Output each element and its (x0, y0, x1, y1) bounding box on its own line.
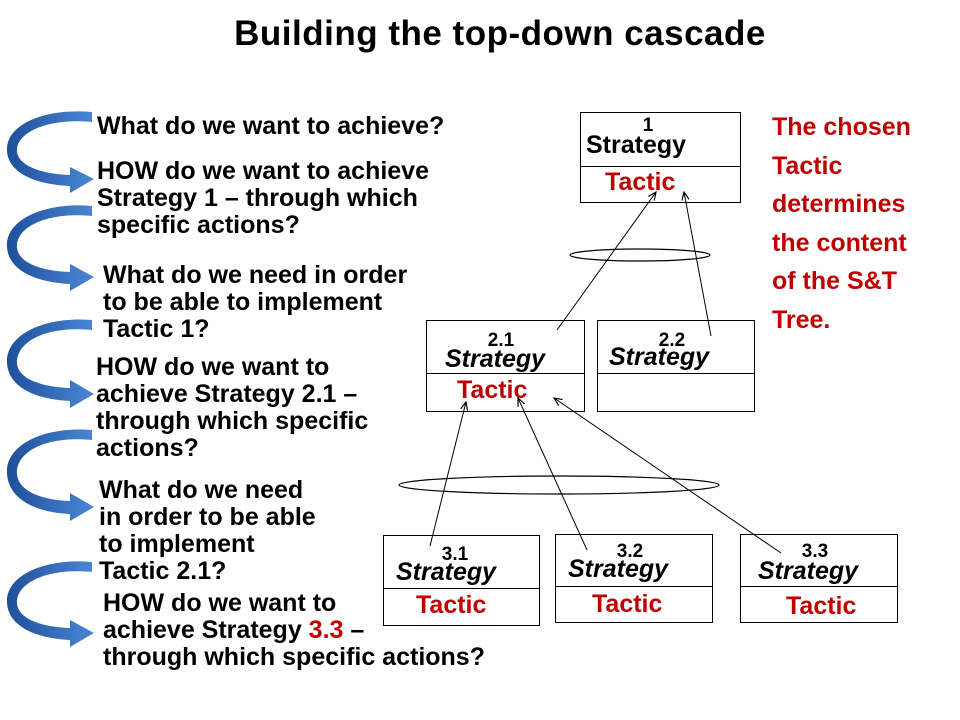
strategy-label: Strategy (586, 131, 687, 159)
grouping-ellipse (569, 248, 711, 262)
question-5: What do we need in order to be able to i… (99, 476, 316, 585)
strategy-box-3-2: 3.2 Strategy Tactic (555, 534, 713, 623)
strategy-label: Strategy (396, 558, 497, 586)
curved-arrow-icon (6, 429, 95, 521)
strategy-label: Strategy (758, 557, 859, 585)
strategy-box-1: 1 Strategy Tactic (580, 112, 741, 203)
connector-3-1-to-2-1 (429, 402, 466, 547)
grouping-ellipse (398, 475, 720, 495)
strategy-label: Strategy (568, 555, 669, 583)
strategy-box-3-1: 3.1 Strategy Tactic (383, 535, 540, 626)
tactic-label: Tactic (457, 376, 528, 404)
tactic-label: Tactic (605, 168, 676, 196)
connector-3-3-to-2-1 (554, 398, 782, 554)
curved-arrow-icon (6, 205, 95, 291)
question-3: What do we need in order to be able to i… (103, 261, 408, 343)
slide-title: Building the top-down cascade (234, 14, 766, 53)
tactic-label: Tactic (786, 592, 857, 620)
connector-3-2-to-2-1 (518, 398, 588, 551)
strategy-label: Strategy (609, 343, 710, 371)
question-6-highlight: 3.3 (308, 616, 344, 644)
side-note: The chosen Tactic determines the content… (772, 113, 911, 334)
question-6: HOW do we want to achieve Strategy 3.3 –… (103, 590, 485, 671)
question-1: What do we want to achieve? (97, 112, 445, 140)
curved-arrow-icon (6, 319, 95, 408)
box-number: 2.2 (658, 330, 686, 351)
strategy-box-2-1: 2.1 Strategy Tactic (426, 320, 585, 412)
box-number: 3.2 (616, 541, 644, 562)
box-number: 3.3 (801, 541, 829, 562)
question-6-part2: – through which specific actions? (103, 616, 485, 671)
tactic-label: Tactic (416, 591, 487, 619)
question-2: HOW do we want to achieve Strategy 1 – t… (97, 157, 429, 239)
box-number: 2.1 (487, 330, 515, 351)
question-6-part1: HOW do we want to achieve Strategy (103, 589, 337, 644)
connector-2-1-to-1 (556, 192, 656, 331)
curved-arrow-icon (6, 561, 95, 647)
connector-2-2-to-1 (684, 192, 712, 337)
box-number: 3.1 (441, 544, 469, 565)
strategy-box-3-3: 3.3 Strategy Tactic (740, 534, 898, 623)
strategy-box-2-2: 2.2 Strategy (597, 320, 755, 412)
strategy-label: Strategy (445, 345, 546, 373)
box-number: 1 (642, 115, 654, 136)
tactic-label: Tactic (592, 590, 663, 618)
curved-arrow-icon (6, 111, 95, 193)
question-4: HOW do we want to achieve Strategy 2.1 –… (96, 353, 369, 462)
